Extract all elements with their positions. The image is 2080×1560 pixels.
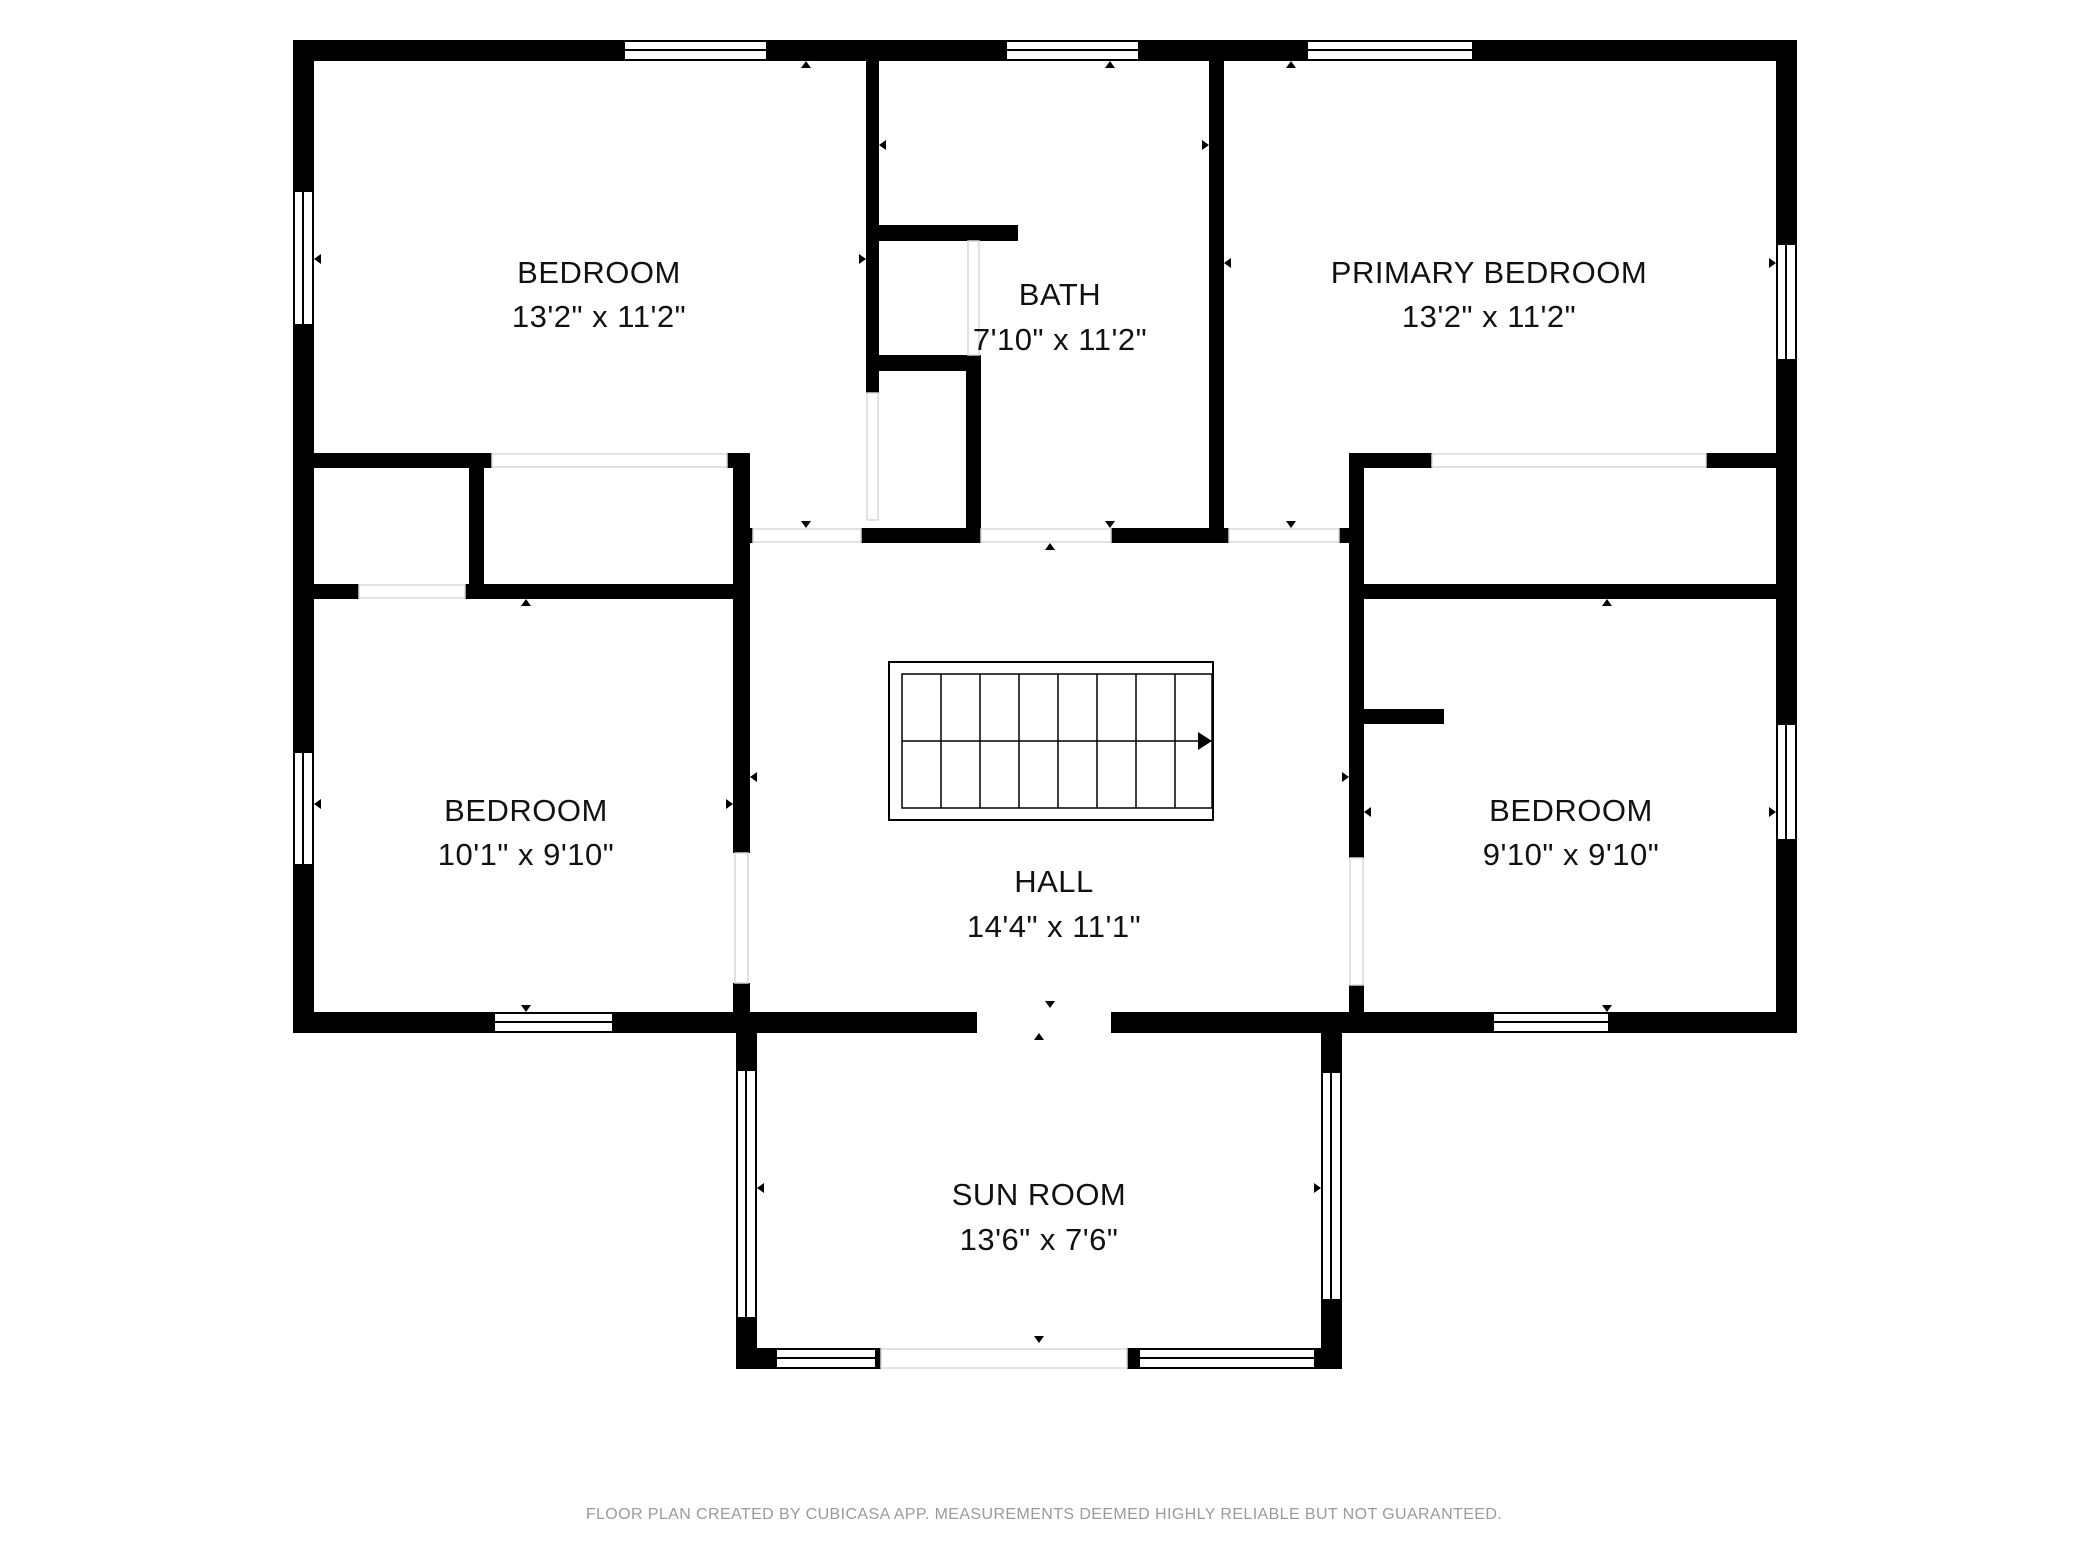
footer-disclaimer: FLOOR PLAN CREATED BY CUBICASA APP. MEAS… — [586, 1506, 1502, 1523]
wall-bath-east — [1209, 40, 1224, 530]
wall-ne-closet-top-a — [1349, 453, 1432, 468]
marker-icon — [521, 599, 531, 606]
doorway — [880, 1348, 1128, 1369]
openings — [358, 240, 1707, 1369]
room-size-sun-room: 13'6" x 7'6" — [960, 1222, 1119, 1257]
marker-icon — [1105, 521, 1115, 528]
marker-icon — [750, 772, 757, 782]
wall-left — [293, 40, 314, 1033]
marker-icon — [1602, 1005, 1612, 1012]
wall-bath-south-b — [1111, 528, 1229, 543]
marker-icon — [1314, 1183, 1321, 1193]
wall-sunroom-east-top — [1321, 1012, 1342, 1072]
wall-bottom-left — [293, 1012, 977, 1033]
marker-icon — [757, 1183, 764, 1193]
wall-hall-ne-corner — [1339, 528, 1364, 543]
marker-icon — [1034, 1033, 1044, 1040]
wall-se-closet-stub — [1349, 709, 1444, 724]
room-size-bedroom-nw: 13'2" x 11'2" — [512, 299, 686, 334]
room-size-bedroom-se: 9'10" x 9'10" — [1483, 837, 1660, 872]
wall-sunroom-bottom-b — [876, 1348, 881, 1369]
doorway — [1228, 528, 1340, 543]
marker-icon — [859, 254, 866, 264]
wall-sunroom-bottom-d — [1315, 1348, 1342, 1369]
marker-icon — [1769, 807, 1776, 817]
wall-nw-closet-bottom-a — [293, 584, 359, 599]
marker-icon — [1105, 61, 1115, 68]
windows — [293, 40, 1797, 1369]
wall-sunroom-bottom-a — [736, 1348, 776, 1369]
staircase — [888, 661, 1214, 821]
marker-icon — [1045, 1001, 1055, 1008]
closet-opening — [866, 392, 879, 521]
room-size-primary-bedroom: 13'2" x 11'2" — [1402, 299, 1576, 334]
doorway — [980, 528, 1112, 543]
wall-sunroom-west-top — [736, 1012, 757, 1070]
room-size-bedroom-sw: 10'1" x 9'10" — [438, 837, 615, 872]
marker-icon — [1286, 521, 1296, 528]
marker-icon — [1224, 258, 1231, 268]
doorway — [734, 852, 749, 984]
wall-hall-east-lower — [1349, 985, 1364, 1033]
closet-opening — [1431, 453, 1707, 468]
wall-nw-closet-bottom-b — [465, 584, 747, 599]
wall-bath-closet-mid — [866, 355, 981, 371]
wall-bottom-right — [1111, 1012, 1797, 1033]
marker-icon — [1034, 1336, 1044, 1343]
wall-right — [1776, 40, 1797, 1033]
closet-opening — [967, 240, 980, 356]
wall-se-bedroom-top — [1349, 584, 1797, 599]
room-name-bedroom-sw: BEDROOM — [444, 793, 608, 828]
wall-bath-south-a — [861, 528, 981, 543]
room-name-bath: BATH — [1019, 277, 1101, 312]
stair-direction-arrow-icon — [1198, 732, 1212, 750]
wall-nw-closet-divider — [469, 453, 484, 587]
wall-hall-nw-corner — [733, 528, 753, 543]
marker-icon — [879, 140, 886, 150]
marker-icon — [726, 799, 733, 809]
marker-icon — [801, 61, 811, 68]
marker-icon — [521, 1005, 531, 1012]
wall-sunroom-bottom-c — [1127, 1348, 1139, 1369]
marker-icon — [1286, 61, 1296, 68]
marker-icon — [1364, 807, 1371, 817]
doorway — [1349, 857, 1364, 986]
room-name-sun-room: SUN ROOM — [952, 1177, 1127, 1212]
doorway — [752, 528, 862, 543]
wall-bath-closet-top — [866, 225, 1018, 241]
marker-icon — [1202, 140, 1209, 150]
dimension-markers — [314, 61, 1776, 1343]
wall-ne-closet-top-b — [1706, 453, 1786, 468]
room-name-bedroom-se: BEDROOM — [1489, 793, 1653, 828]
closet-opening — [358, 584, 466, 599]
marker-icon — [1342, 772, 1349, 782]
marker-icon — [314, 254, 321, 264]
wall-hall-east-upper — [1349, 453, 1364, 858]
wall-hall-west — [733, 453, 750, 853]
closet-opening — [491, 453, 728, 468]
marker-icon — [1602, 599, 1612, 606]
marker-icon — [1045, 543, 1055, 550]
wall-nw-closet-top-a — [293, 453, 492, 468]
marker-icon — [314, 799, 321, 809]
marker-icon — [1769, 258, 1776, 268]
wall-bath-closet-east — [966, 355, 981, 528]
room-name-primary-bedroom: PRIMARY BEDROOM — [1331, 255, 1647, 290]
room-labels: BEDROOM 13'2" x 11'2" BATH 7'10" x 11'2"… — [438, 255, 1660, 1257]
room-size-bath: 7'10" x 11'2" — [973, 322, 1147, 357]
room-size-hall: 14'4" x 11'1" — [967, 909, 1141, 944]
marker-icon — [801, 521, 811, 528]
wall-bath-west-upper — [866, 40, 879, 393]
room-name-hall: HALL — [1014, 864, 1094, 899]
room-name-bedroom-nw: BEDROOM — [517, 255, 681, 290]
